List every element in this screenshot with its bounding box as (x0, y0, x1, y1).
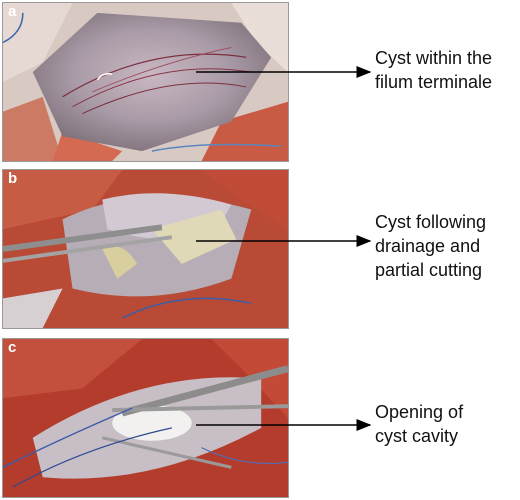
caption-b: Cyst following drainage and partial cutt… (375, 210, 520, 282)
caption-b-line-2: drainage and (375, 236, 481, 256)
caption-b-line-1: Cyst following (375, 212, 487, 232)
caption-c: Opening of cyst cavity (375, 400, 520, 448)
caption-b-line-3: partial cutting (375, 260, 483, 280)
caption-a: Cyst within the filum terminale (375, 46, 520, 94)
panel-label-c: c (8, 339, 17, 356)
photo-panel-c: c (2, 338, 289, 498)
panel-label-a: a (8, 3, 17, 20)
caption-c-line-1: Opening of (375, 402, 464, 422)
surgical-photo-c (3, 339, 288, 497)
caption-a-line-1: Cyst within the (375, 48, 493, 68)
caption-a-line-2: filum terminale (375, 72, 493, 92)
panel-label-b: b (8, 170, 18, 187)
photo-panel-a: a (2, 2, 289, 162)
surgical-photo-b (3, 170, 288, 328)
surgical-photo-a (3, 3, 288, 161)
caption-c-line-2: cyst cavity (375, 426, 459, 446)
photo-panel-b: b (2, 169, 289, 329)
